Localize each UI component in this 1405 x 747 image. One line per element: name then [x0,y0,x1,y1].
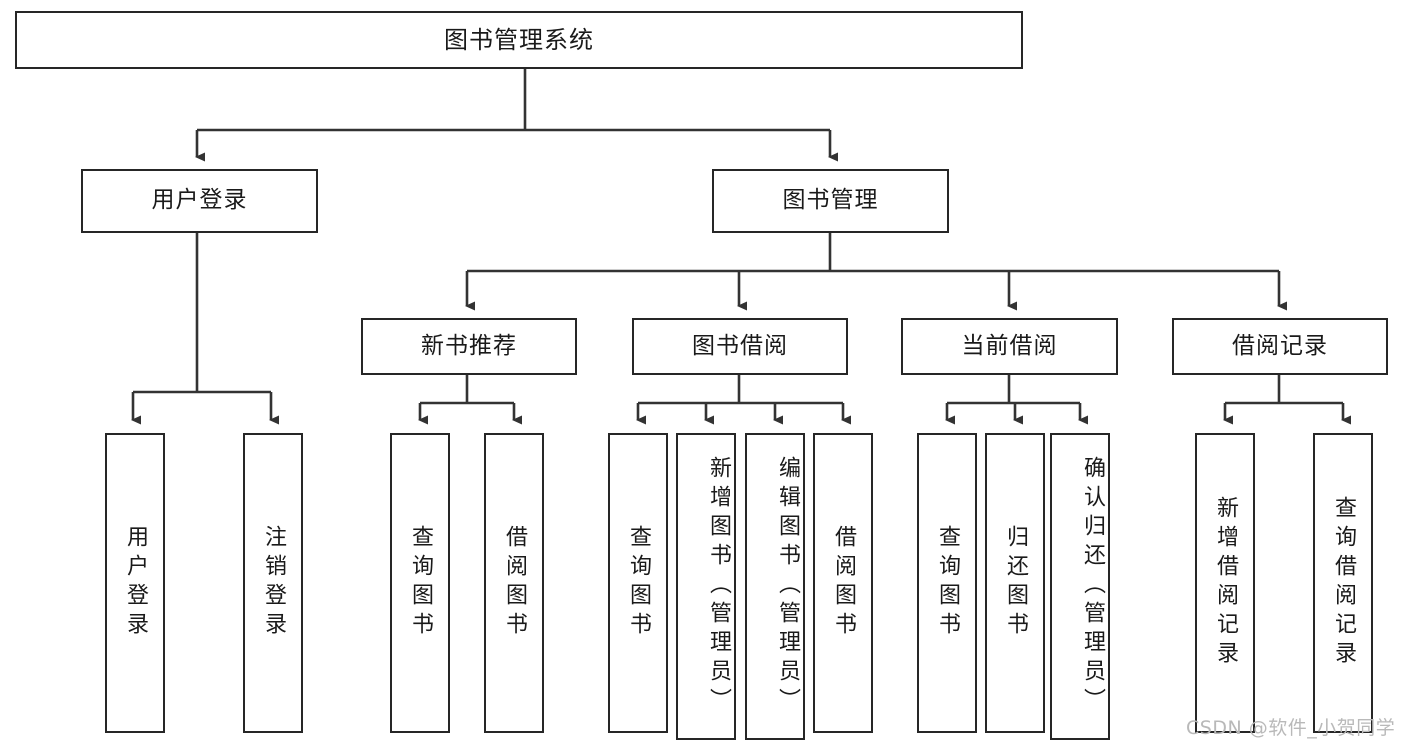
node-label: 新增借阅记录 [1213,496,1238,670]
node-label: 确认归还（管理员） [1080,456,1105,717]
node-label: 注销登录 [261,525,286,641]
node-book-management[interactable]: 图书管理 [712,169,949,233]
node-user-login[interactable]: 用户登录 [81,169,318,233]
leaf-current-query-book[interactable]: 查询图书 [917,433,977,733]
node-label: 查询图书 [626,525,651,641]
node-label: 查询图书 [408,525,433,641]
csdn-watermark: CSDN @软件_小贺同学 [1186,717,1396,739]
node-label: 借阅图书 [831,525,856,641]
node-borrow-record[interactable]: 借阅记录 [1172,318,1388,375]
leaf-borrow-edit-book-admin[interactable]: 编辑图书（管理员） [745,433,805,740]
node-label: 用户登录 [123,525,148,641]
node-root-system[interactable]: 图书管理系统 [15,11,1023,69]
node-label: 图书管理系统 [444,25,594,54]
leaf-user-login-signin[interactable]: 用户登录 [105,433,165,733]
node-label: 新书推荐 [421,332,517,359]
node-label: 借阅图书 [502,525,527,641]
node-label: 新增图书（管理员） [706,456,731,717]
node-label: 图书管理 [782,187,879,214]
leaf-borrow-add-book-admin[interactable]: 新增图书（管理员） [676,433,736,740]
node-label: 查询图书 [935,525,960,641]
node-new-book-recommend[interactable]: 新书推荐 [361,318,577,375]
node-label: 用户登录 [151,187,248,214]
node-label: 编辑图书（管理员） [775,456,800,717]
node-label: 借阅记录 [1232,332,1328,359]
leaf-current-return-book[interactable]: 归还图书 [985,433,1045,733]
leaf-record-query-record[interactable]: 查询借阅记录 [1313,433,1373,733]
leaf-borrow-borrow-book[interactable]: 借阅图书 [813,433,873,733]
node-label: 当前借阅 [961,332,1058,359]
node-label: 归还图书 [1003,525,1028,641]
leaf-current-confirm-return-admin[interactable]: 确认归还（管理员） [1050,433,1110,740]
node-book-borrow[interactable]: 图书借阅 [632,318,848,375]
node-current-borrow[interactable]: 当前借阅 [901,318,1118,375]
leaf-borrow-query-book[interactable]: 查询图书 [608,433,668,733]
leaf-recommend-query-book[interactable]: 查询图书 [390,433,450,733]
leaf-recommend-borrow-book[interactable]: 借阅图书 [484,433,544,733]
leaf-record-add-record[interactable]: 新增借阅记录 [1195,433,1255,733]
node-label: 图书借阅 [692,332,788,359]
leaf-user-login-signout[interactable]: 注销登录 [243,433,303,733]
node-label: 查询借阅记录 [1331,496,1356,670]
